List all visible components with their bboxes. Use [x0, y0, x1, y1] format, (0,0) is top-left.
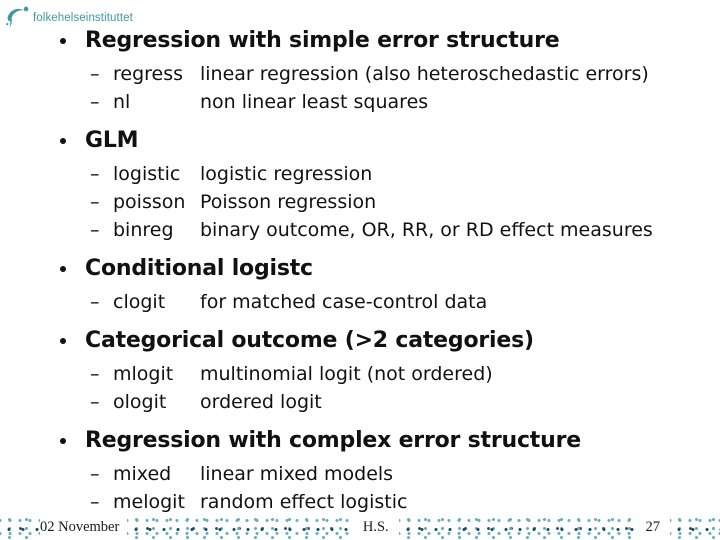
dash-marker-icon	[90, 188, 113, 216]
command-name: regress	[113, 63, 184, 85]
section-complex-error: Regression with complex error structure …	[0, 429, 720, 516]
dash-marker-icon	[90, 460, 113, 488]
list-item: nl non linear least squares	[0, 88, 720, 116]
list-item: mixed linear mixed models	[0, 460, 720, 488]
list-item: poisson Poisson regression	[0, 188, 720, 216]
bullet-icon	[60, 266, 66, 272]
dash-marker-icon	[90, 388, 113, 416]
command-description: ordered logit	[200, 391, 322, 413]
dash-marker-icon	[90, 360, 113, 388]
bullet-icon	[60, 338, 66, 344]
bullet-icon	[60, 438, 66, 444]
list-item: binreg binary outcome, OR, RR, or RD eff…	[0, 216, 720, 244]
list-item: mlogit multinomial logit (not ordered)	[0, 360, 720, 388]
footer-date: 02 November	[40, 518, 120, 535]
dot-pattern	[127, 518, 353, 539]
command-description: linear mixed models	[200, 463, 394, 485]
command-name: mixed	[113, 463, 172, 485]
command-name: binreg	[113, 219, 174, 241]
section-title-text: GLM	[85, 128, 139, 153]
footer-page-number: 27	[645, 518, 661, 535]
command-name: ologit	[113, 391, 167, 413]
command-name: logistic	[113, 163, 181, 185]
dash-marker-icon	[90, 60, 113, 88]
institute-logo: folkehelseinstituttet	[4, 5, 133, 31]
command-description: for matched case-control data	[200, 291, 488, 313]
bullet-icon	[60, 138, 66, 144]
command-description: binary outcome, OR, RR, or RD effect mea…	[200, 219, 653, 241]
command-description: linear regression (also heteroschedastic…	[200, 63, 649, 85]
list-item: clogit for matched case-control data	[0, 288, 720, 316]
command-description: logistic regression	[200, 163, 373, 185]
section-title-text: Conditional logistc	[85, 256, 313, 281]
command-name: nl	[113, 91, 131, 113]
institute-logo-icon	[4, 5, 30, 31]
command-name: mlogit	[113, 363, 174, 385]
command-name: poisson	[113, 191, 186, 213]
section-glm: GLM logistic logistic regression poisson…	[0, 129, 720, 244]
section-conditional-logistic: Conditional logistc clogit for matched c…	[0, 257, 720, 316]
section-simple-error: Regression with simple error structure r…	[0, 29, 720, 116]
dot-pattern	[0, 518, 40, 539]
command-name: melogit	[113, 491, 185, 513]
dash-marker-icon	[90, 216, 113, 244]
section-title: Regression with simple error structure	[0, 29, 720, 53]
command-description: random effect logistic	[200, 491, 408, 513]
section-title-text: Regression with simple error structure	[85, 28, 560, 53]
dash-marker-icon	[90, 488, 113, 516]
section-title: GLM	[0, 129, 720, 153]
list-item: ologit ordered logit	[0, 388, 720, 416]
command-description: Poisson regression	[200, 191, 377, 213]
bullet-icon	[60, 38, 66, 44]
dot-pattern	[670, 518, 720, 539]
dot-pattern	[398, 518, 636, 539]
section-categorical-outcome: Categorical outcome (>2 categories) mlog…	[0, 329, 720, 416]
dash-marker-icon	[90, 160, 113, 188]
footer-author: H.S.	[362, 518, 389, 535]
section-title-text: Regression with complex error structure	[85, 428, 581, 453]
section-title: Regression with complex error structure	[0, 429, 720, 453]
slide-content: Regression with simple error structure r…	[0, 29, 720, 529]
command-name: clogit	[113, 291, 166, 313]
dash-marker-icon	[90, 88, 113, 116]
list-item: regress linear regression (also heterosc…	[0, 60, 720, 88]
section-title-text: Categorical outcome (>2 categories)	[85, 328, 534, 353]
section-title: Categorical outcome (>2 categories)	[0, 329, 720, 353]
list-item: melogit random effect logistic	[0, 488, 720, 516]
section-title: Conditional logistc	[0, 257, 720, 281]
command-description: multinomial logit (not ordered)	[200, 363, 493, 385]
dash-marker-icon	[90, 288, 113, 316]
list-item: logistic logistic regression	[0, 160, 720, 188]
slide-footer: 02 November H.S. 27	[0, 515, 720, 539]
institute-logo-text: folkehelseinstituttet	[33, 12, 133, 24]
command-description: non linear least squares	[200, 91, 429, 113]
